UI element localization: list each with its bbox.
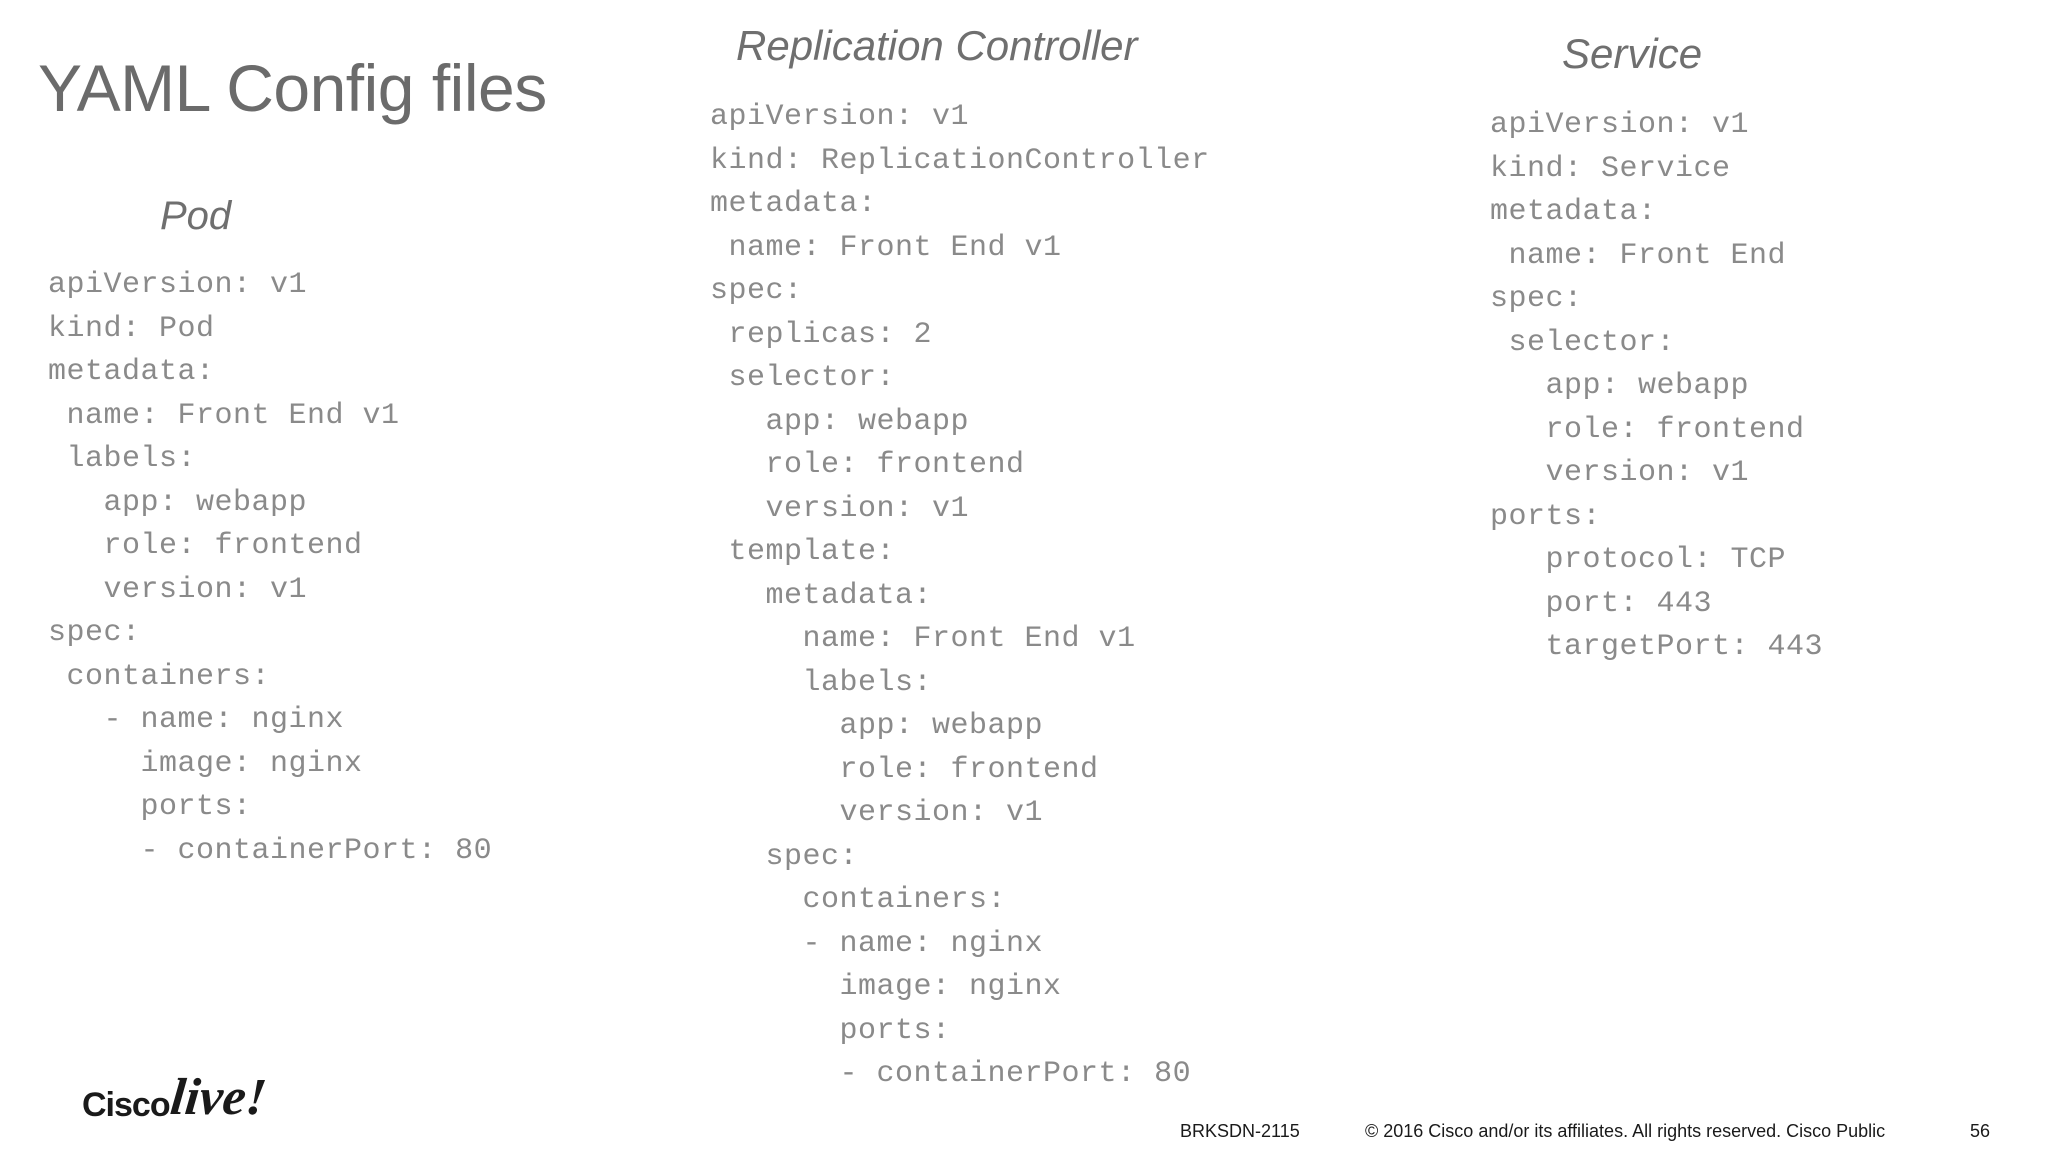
footer-page-number: 56 xyxy=(1969,1120,1990,1141)
yaml-line: - containerPort: 80 xyxy=(48,833,493,868)
yaml-line: role: frontend xyxy=(1490,412,1805,447)
yaml-code-pod: apiVersion: v1 kind: Pod metadata: name: F… xyxy=(40,264,640,873)
yaml-line: spec: xyxy=(1490,282,1583,316)
cisco-live-logo-icon: Cisco live! xyxy=(82,1069,269,1126)
yaml-line: apiVersion: v1 xyxy=(1490,108,1750,142)
yaml-code-service: apiVersion: v1 kind: Service metadata: nam… xyxy=(1490,104,2030,670)
yaml-line: app: webapp xyxy=(1490,369,1750,403)
yaml-line: app: webapp xyxy=(710,404,970,439)
yaml-line: protocol: TCP xyxy=(1490,543,1787,577)
yaml-line: role: frontend xyxy=(710,752,1099,787)
yaml-line: metadata: xyxy=(710,187,877,221)
yaml-line: selector: xyxy=(710,361,896,395)
yaml-line: app: webapp xyxy=(710,709,1044,743)
svg-text:Cisco: Cisco xyxy=(82,1086,170,1124)
yaml-line: template: xyxy=(710,535,896,569)
yaml-line: metadata: xyxy=(710,578,933,613)
yaml-line: version: v1 xyxy=(1490,456,1750,490)
yaml-column-replication-controller: Replication Controller apiVersion: v1 kin… xyxy=(710,20,1350,1097)
page-title: YAML Config files xyxy=(38,51,547,125)
yaml-line: name: Front End v1 xyxy=(48,398,400,433)
yaml-line: selector: xyxy=(1490,325,1676,360)
yaml-line: apiVersion: v1 xyxy=(48,268,308,302)
yaml-line: - containerPort: 80 xyxy=(710,1057,1192,1091)
svg-text:live!: live! xyxy=(168,1069,269,1126)
yaml-line: image: nginx xyxy=(48,746,363,781)
yaml-line: name: Front End xyxy=(1490,238,1787,273)
yaml-line: containers: xyxy=(710,883,1007,917)
cisco-live-logo: Cisco live! xyxy=(82,1068,312,1134)
yaml-line: targetPort: 443 xyxy=(1490,630,1824,664)
yaml-line: labels: xyxy=(710,665,933,700)
yaml-line: labels: xyxy=(48,442,197,476)
yaml-line: kind: Service xyxy=(1490,151,1731,186)
yaml-line: role: frontend xyxy=(710,448,1025,482)
yaml-line: ports: xyxy=(48,790,252,824)
yaml-line: replicas: 2 xyxy=(710,317,933,352)
yaml-line: version: v1 xyxy=(710,491,970,526)
column-heading-pod: Pod xyxy=(160,194,232,238)
yaml-line: kind: ReplicationController xyxy=(710,143,1210,178)
yaml-column-service: Service apiVersion: v1 kind: Service metad… xyxy=(1490,28,2030,670)
yaml-line: ports: xyxy=(710,1013,951,1048)
footer-session-id: BRKSDN-2115 xyxy=(1180,1120,1300,1141)
yaml-line: spec: xyxy=(710,839,859,874)
yaml-line: spec: xyxy=(48,616,141,650)
yaml-line: metadata: xyxy=(1490,195,1657,229)
yaml-line: role: frontend xyxy=(48,529,363,563)
yaml-line: version: v1 xyxy=(48,572,308,607)
column-heading-service: Service xyxy=(1562,30,1703,77)
yaml-code-replication-controller: apiVersion: v1 kind: ReplicationControlle… xyxy=(710,96,1350,1097)
yaml-line: - name: nginx xyxy=(48,703,345,737)
slide-footer: BRKSDN-2115 © 2016 Cisco and/or its affi… xyxy=(1180,1117,2010,1145)
yaml-line: port: 443 xyxy=(1490,586,1713,621)
yaml-line: metadata: xyxy=(48,355,215,389)
yaml-line: version: v1 xyxy=(710,796,1044,830)
column-heading-replication-controller: Replication Controller xyxy=(736,22,1138,69)
yaml-line: app: webapp xyxy=(48,485,308,520)
yaml-line: name: Front End v1 xyxy=(710,230,1062,265)
yaml-line: - name: nginx xyxy=(710,926,1044,961)
yaml-line: kind: Pod xyxy=(48,311,215,346)
yaml-line: ports: xyxy=(1490,499,1602,534)
footer-copyright: © 2016 Cisco and/or its affiliates. All … xyxy=(1365,1120,1886,1141)
yaml-line: apiVersion: v1 xyxy=(710,100,970,134)
yaml-column-pod: Pod apiVersion: v1 kind: Pod metadata: nam… xyxy=(40,190,640,873)
yaml-line: containers: xyxy=(48,659,271,694)
yaml-line: name: Front End v1 xyxy=(710,622,1136,656)
yaml-line: image: nginx xyxy=(710,970,1062,1004)
yaml-line: spec: xyxy=(710,274,803,308)
